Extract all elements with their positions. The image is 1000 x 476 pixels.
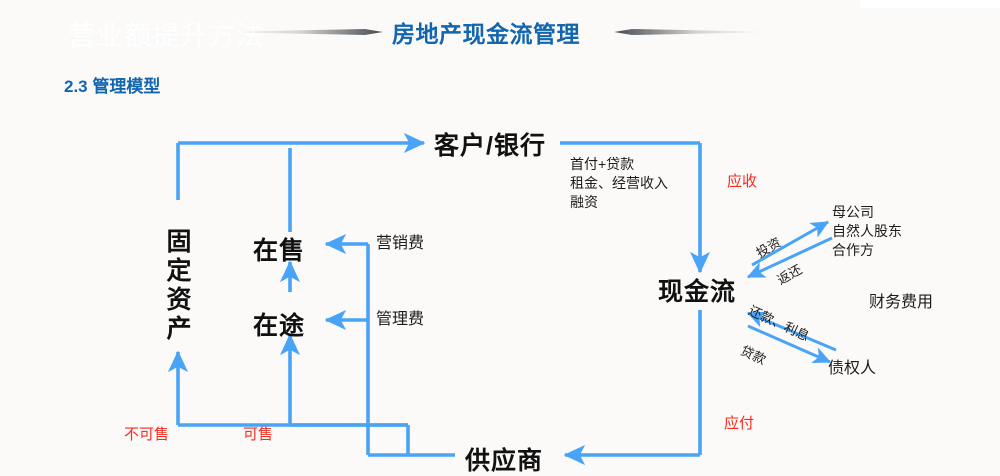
node-on-sale[interactable]: 在售 [253,237,306,265]
arrow-loan-in [747,324,832,364]
node-supplier[interactable]: 供应商 [465,447,544,475]
marketing-fee-label: 营销费 [376,235,425,252]
node-cash-flow[interactable]: 现金流 [658,278,737,306]
finance-cost-label: 财务费用 [869,294,934,311]
node-customer-bank[interactable]: 客户/银行 [434,132,546,160]
inflow-note-line-3: 融资 [570,193,598,210]
inflow-note-line-1: 首付+贷款 [570,156,635,172]
creditor-label: 债权人 [828,360,877,377]
sellable-label: 可售 [243,426,274,443]
header-rule-left [233,29,383,35]
equity-counterparties: 母公司 自然人股东 合作方 [832,203,902,259]
header-rule-right [614,29,764,35]
payable-label: 应付 [724,415,755,432]
management-fee-label: 管理费 [376,311,425,328]
equity-line-3: 合作方 [832,241,874,258]
arrow-investment-out [751,220,830,267]
not-sellable-label: 不可售 [124,426,170,443]
watermark-text: 营业额提升方法 [68,21,264,51]
arrow-return-in [746,236,833,279]
equity-line-2: 自然人股东 [832,222,902,239]
top-white-strip [860,0,1000,8]
receivable-label: 应收 [727,173,758,190]
node-fixed-assets[interactable]: 固定资产 [163,228,191,344]
arrow-repay-interest-out [746,311,837,352]
node-in-transit[interactable]: 在途 [253,312,306,340]
section-subtitle: 2.3 管理模型 [64,77,161,96]
page-title: 房地产现金流管理 [392,21,580,47]
inflow-note: 首付+贷款 租金、经营收入 融资 [570,155,668,211]
equity-line-1: 母公司 [832,204,874,220]
inflow-note-line-2: 租金、经营收入 [570,174,668,191]
